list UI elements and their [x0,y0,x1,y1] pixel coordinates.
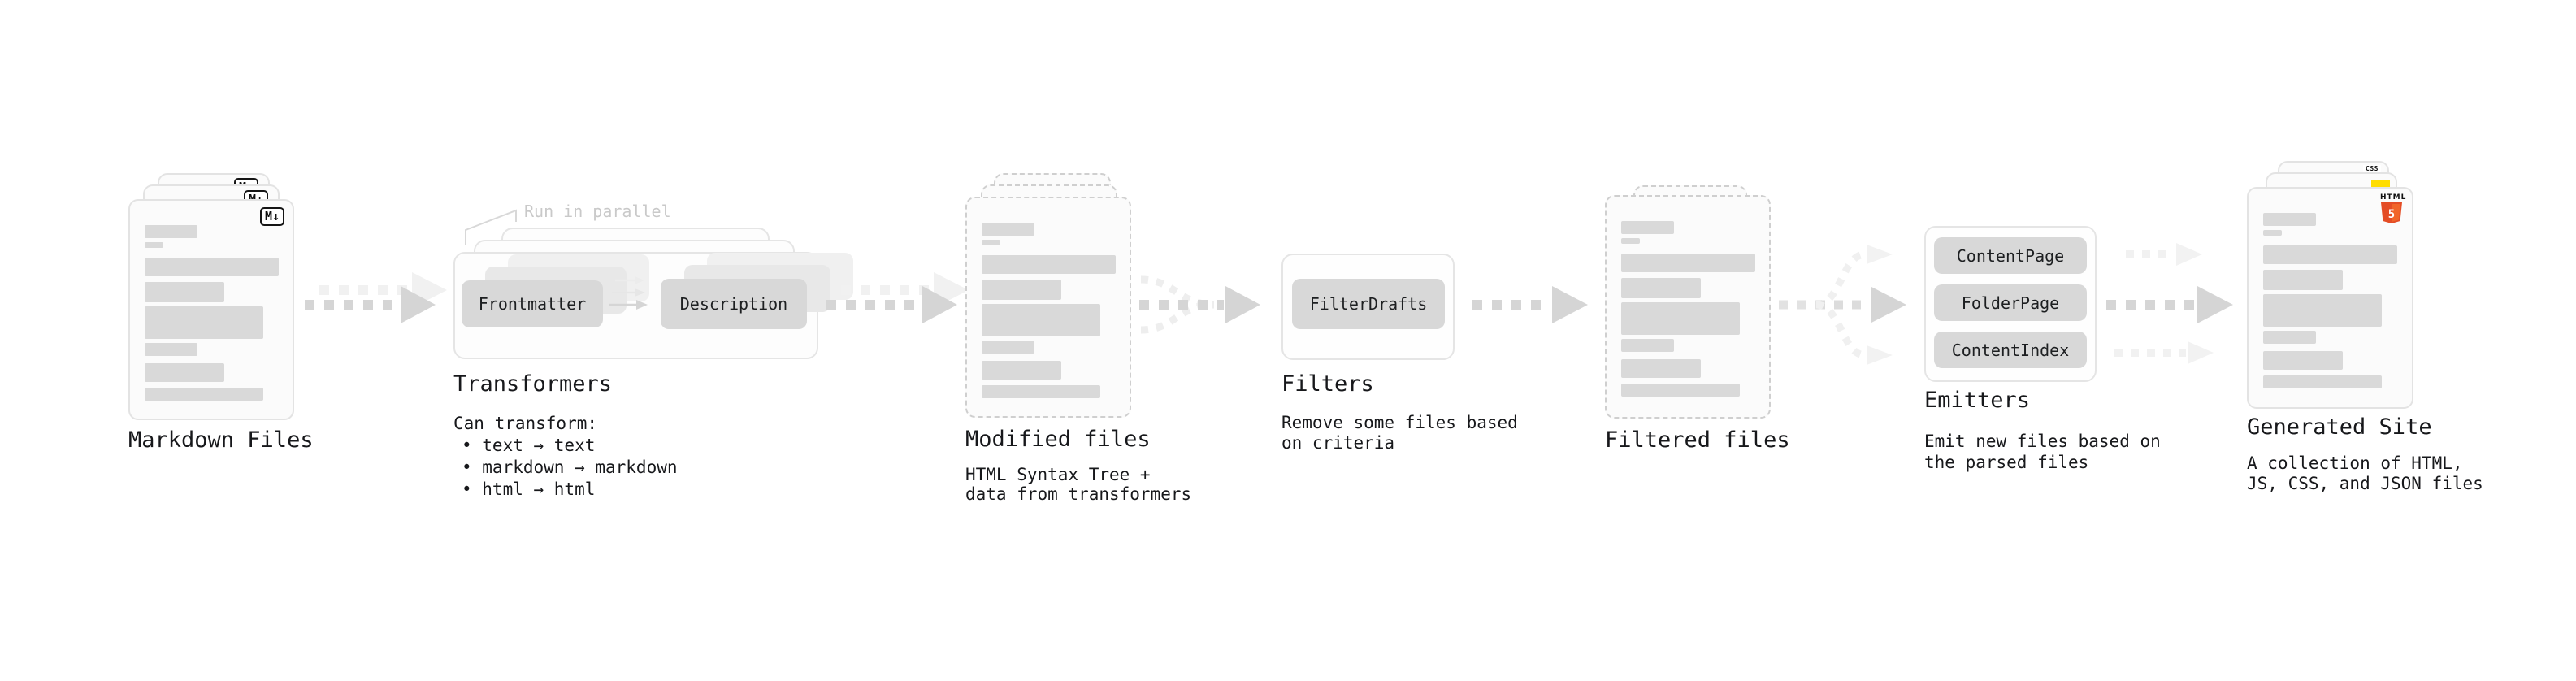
text-line-bar [145,363,224,382]
description-line: on criteria [1281,433,1395,453]
arrow-modified-to-filters-merge [1139,275,1260,334]
transform-bullet: • text → text [462,436,596,455]
emitters-description: Emit new files based on the parsed files [1924,431,2161,473]
text-line-bar [145,258,279,276]
description-line: Remove some files based [1281,413,1518,432]
text-line-bar [145,225,197,238]
text-line-bar [1621,339,1674,352]
text-line-bar [982,361,1061,380]
text-line-bar [145,242,163,248]
emitters-stage: ContentPage FolderPage ContentIndex Emit… [1924,226,2168,494]
text-line-bar [982,223,1034,236]
generated-site-description: A collection of HTML, JS, CSS, and JSON … [2247,453,2483,494]
text-line-bar [145,343,197,356]
description-line: Emit new files based on [1924,432,2161,451]
site-file-card-front: HTML 5 [2247,187,2413,409]
js-badge-icon [2371,180,2390,189]
file-text-lines [1607,197,1769,417]
text-line-bar [1621,384,1740,397]
stage-title-markdown-files: Markdown Files [128,427,314,453]
transform-bullet: • markdown → markdown [462,458,678,477]
text-line-bar [982,340,1034,354]
text-line-bar [982,255,1116,274]
annotation-leader-line [465,209,517,245]
markdown-badge-icon: M↓ [259,207,284,226]
text-line-bar [1621,302,1740,335]
stage-title-emitters: Emitters [1924,388,2031,413]
description-line: HTML Syntax Tree + [965,465,1151,484]
stage-title-transformers: Transformers [453,371,613,397]
text-line-bar [145,282,224,302]
filtered-file-card-front [1605,195,1771,419]
filters-stage: FilterDrafts Filters Remove some files b… [1281,254,1525,497]
description-line: JS, CSS, and JSON files [2247,474,2483,493]
text-line-bar [2263,351,2343,370]
markdown-files-stage: M↓ M↓ M↓ Markdown Files [128,173,340,466]
transformers-subtitle: Can transform: [453,414,598,433]
modified-files-description: HTML Syntax Tree + data from transformer… [965,465,1191,504]
description-line: the parsed files [1924,453,2089,472]
text-line-bar [1621,221,1674,234]
text-line-bar [1621,359,1701,378]
text-line-bar [2263,331,2316,344]
text-line-bar [145,306,263,339]
transformers-stage: Run in parallel Frontmatter Description … [453,200,853,541]
description-line: data from transformers [965,484,1192,504]
filter-filterdrafts: FilterDrafts [1292,279,1445,329]
stage-title-filtered-files: Filtered files [1605,427,1790,453]
text-line-bar [1621,278,1701,298]
transformers-description: Can transform: • text → text • markdown … [453,413,678,501]
arrow-transformers-to-modified [826,272,969,323]
transform-bullet: • html → html [462,479,596,499]
stage-title-filters: Filters [1281,371,1374,397]
html5-badge-number: 5 [2388,208,2395,221]
modified-file-card-front [965,197,1131,418]
html5-badge-icon: HTML 5 [2380,193,2407,223]
text-line-bar [1621,254,1755,272]
emitter-folderpage: FolderPage [1934,284,2087,321]
text-line-bar [982,280,1061,300]
emitter-contentindex: ContentIndex [1934,332,2087,368]
filters-description: Remove some files based on criteria [1281,413,1518,453]
text-line-bar [2263,230,2282,236]
text-line-bar [982,304,1100,336]
text-line-bar [2263,213,2316,226]
text-line-bar [2263,375,2382,388]
text-line-bar [982,240,1000,245]
file-text-lines [2249,189,2412,407]
file-text-lines [967,198,1130,416]
emitter-contentpage: ContentPage [1934,237,2087,274]
text-line-bar [2263,270,2343,290]
stage-title-generated-site: Generated Site [2247,414,2432,440]
arrow-markdown-to-transformers [305,272,447,323]
description-line: A collection of HTML, [2247,453,2463,473]
stage-title-modified-files: Modified files [965,427,1151,452]
text-line-bar [2263,294,2382,327]
text-line-bar [2263,245,2397,264]
text-line-bar [145,388,263,401]
markdown-file-card-front: M↓ [128,199,294,420]
arrow-filtered-to-emitters-fanout [1779,245,1906,365]
modified-files-stage: Modified files HTML Syntax Tree + data f… [965,173,1209,514]
arrow-filters-to-filtered [1472,286,1588,323]
run-in-parallel-label: Run in parallel [524,202,671,221]
generated-site-stage: CSS HTML 5 Generated Site A collection o… [2247,161,2491,510]
html5-badge-word: HTML [2380,193,2407,202]
transformer-step-frontmatter: Frontmatter [462,280,603,327]
filtered-files-stage: Filtered files [1605,185,1849,510]
file-text-lines [130,201,293,419]
text-line-bar [982,385,1100,398]
text-line-bar [1621,238,1640,244]
arrows-emitters-to-site [2106,243,2233,364]
transformer-step-description: Description [661,279,807,329]
parallel-arrows-icon [609,276,648,310]
